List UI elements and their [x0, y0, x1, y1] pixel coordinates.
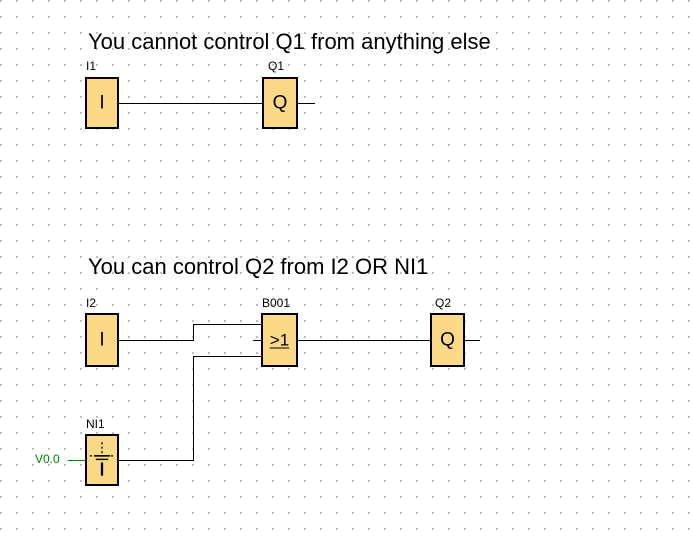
wire-v00-to-ni1	[68, 460, 86, 461]
block-glyph-output-icon: Q	[440, 329, 455, 351]
wire-ni1-segment-h1	[119, 460, 194, 461]
block-label-b001: B001	[262, 296, 291, 310]
or-input-stub-3	[253, 340, 262, 341]
wire-q1-output-stub	[298, 103, 315, 104]
block-glyph-or-icon: >1	[269, 330, 290, 350]
block-glyph-input-icon: I	[99, 92, 105, 114]
or-input-stub-4	[253, 356, 262, 357]
wire-i1-to-q1	[119, 103, 263, 104]
wire-b001-to-q2	[298, 340, 431, 341]
block-glyph-input-icon: I	[99, 329, 105, 351]
block-ni1[interactable]	[85, 434, 119, 486]
block-label-i1: I1	[86, 59, 97, 73]
heading-network-1: You cannot control Q1 from anything else	[88, 29, 491, 54]
block-q1[interactable]: Q	[262, 77, 298, 129]
wire-i2-segment-h1	[119, 340, 193, 341]
wire-i2-to-or-input-1	[193, 324, 262, 325]
block-glyph-output-icon: Q	[272, 92, 288, 114]
wire-ni1-segment-v	[193, 356, 194, 461]
wire-ni1-to-or-input-2	[193, 356, 262, 357]
block-i2[interactable]: I	[85, 313, 119, 367]
tag-label-v00: V0.0	[35, 452, 60, 466]
wire-i2-segment-v	[193, 324, 194, 341]
wire-q2-output-stub	[465, 340, 480, 341]
block-label-q2: Q2	[435, 296, 452, 310]
block-q2[interactable]: Q	[430, 313, 465, 367]
block-i1[interactable]: I	[85, 77, 119, 129]
network-input-icon	[89, 442, 115, 476]
heading-network-2: You can control Q2 from I2 OR NI1	[88, 254, 429, 279]
block-label-i2: I2	[86, 296, 97, 310]
block-b001-or-gate[interactable]: >1	[261, 313, 298, 367]
block-label-q1: Q1	[268, 59, 285, 73]
block-label-ni1: NI1	[86, 417, 105, 431]
